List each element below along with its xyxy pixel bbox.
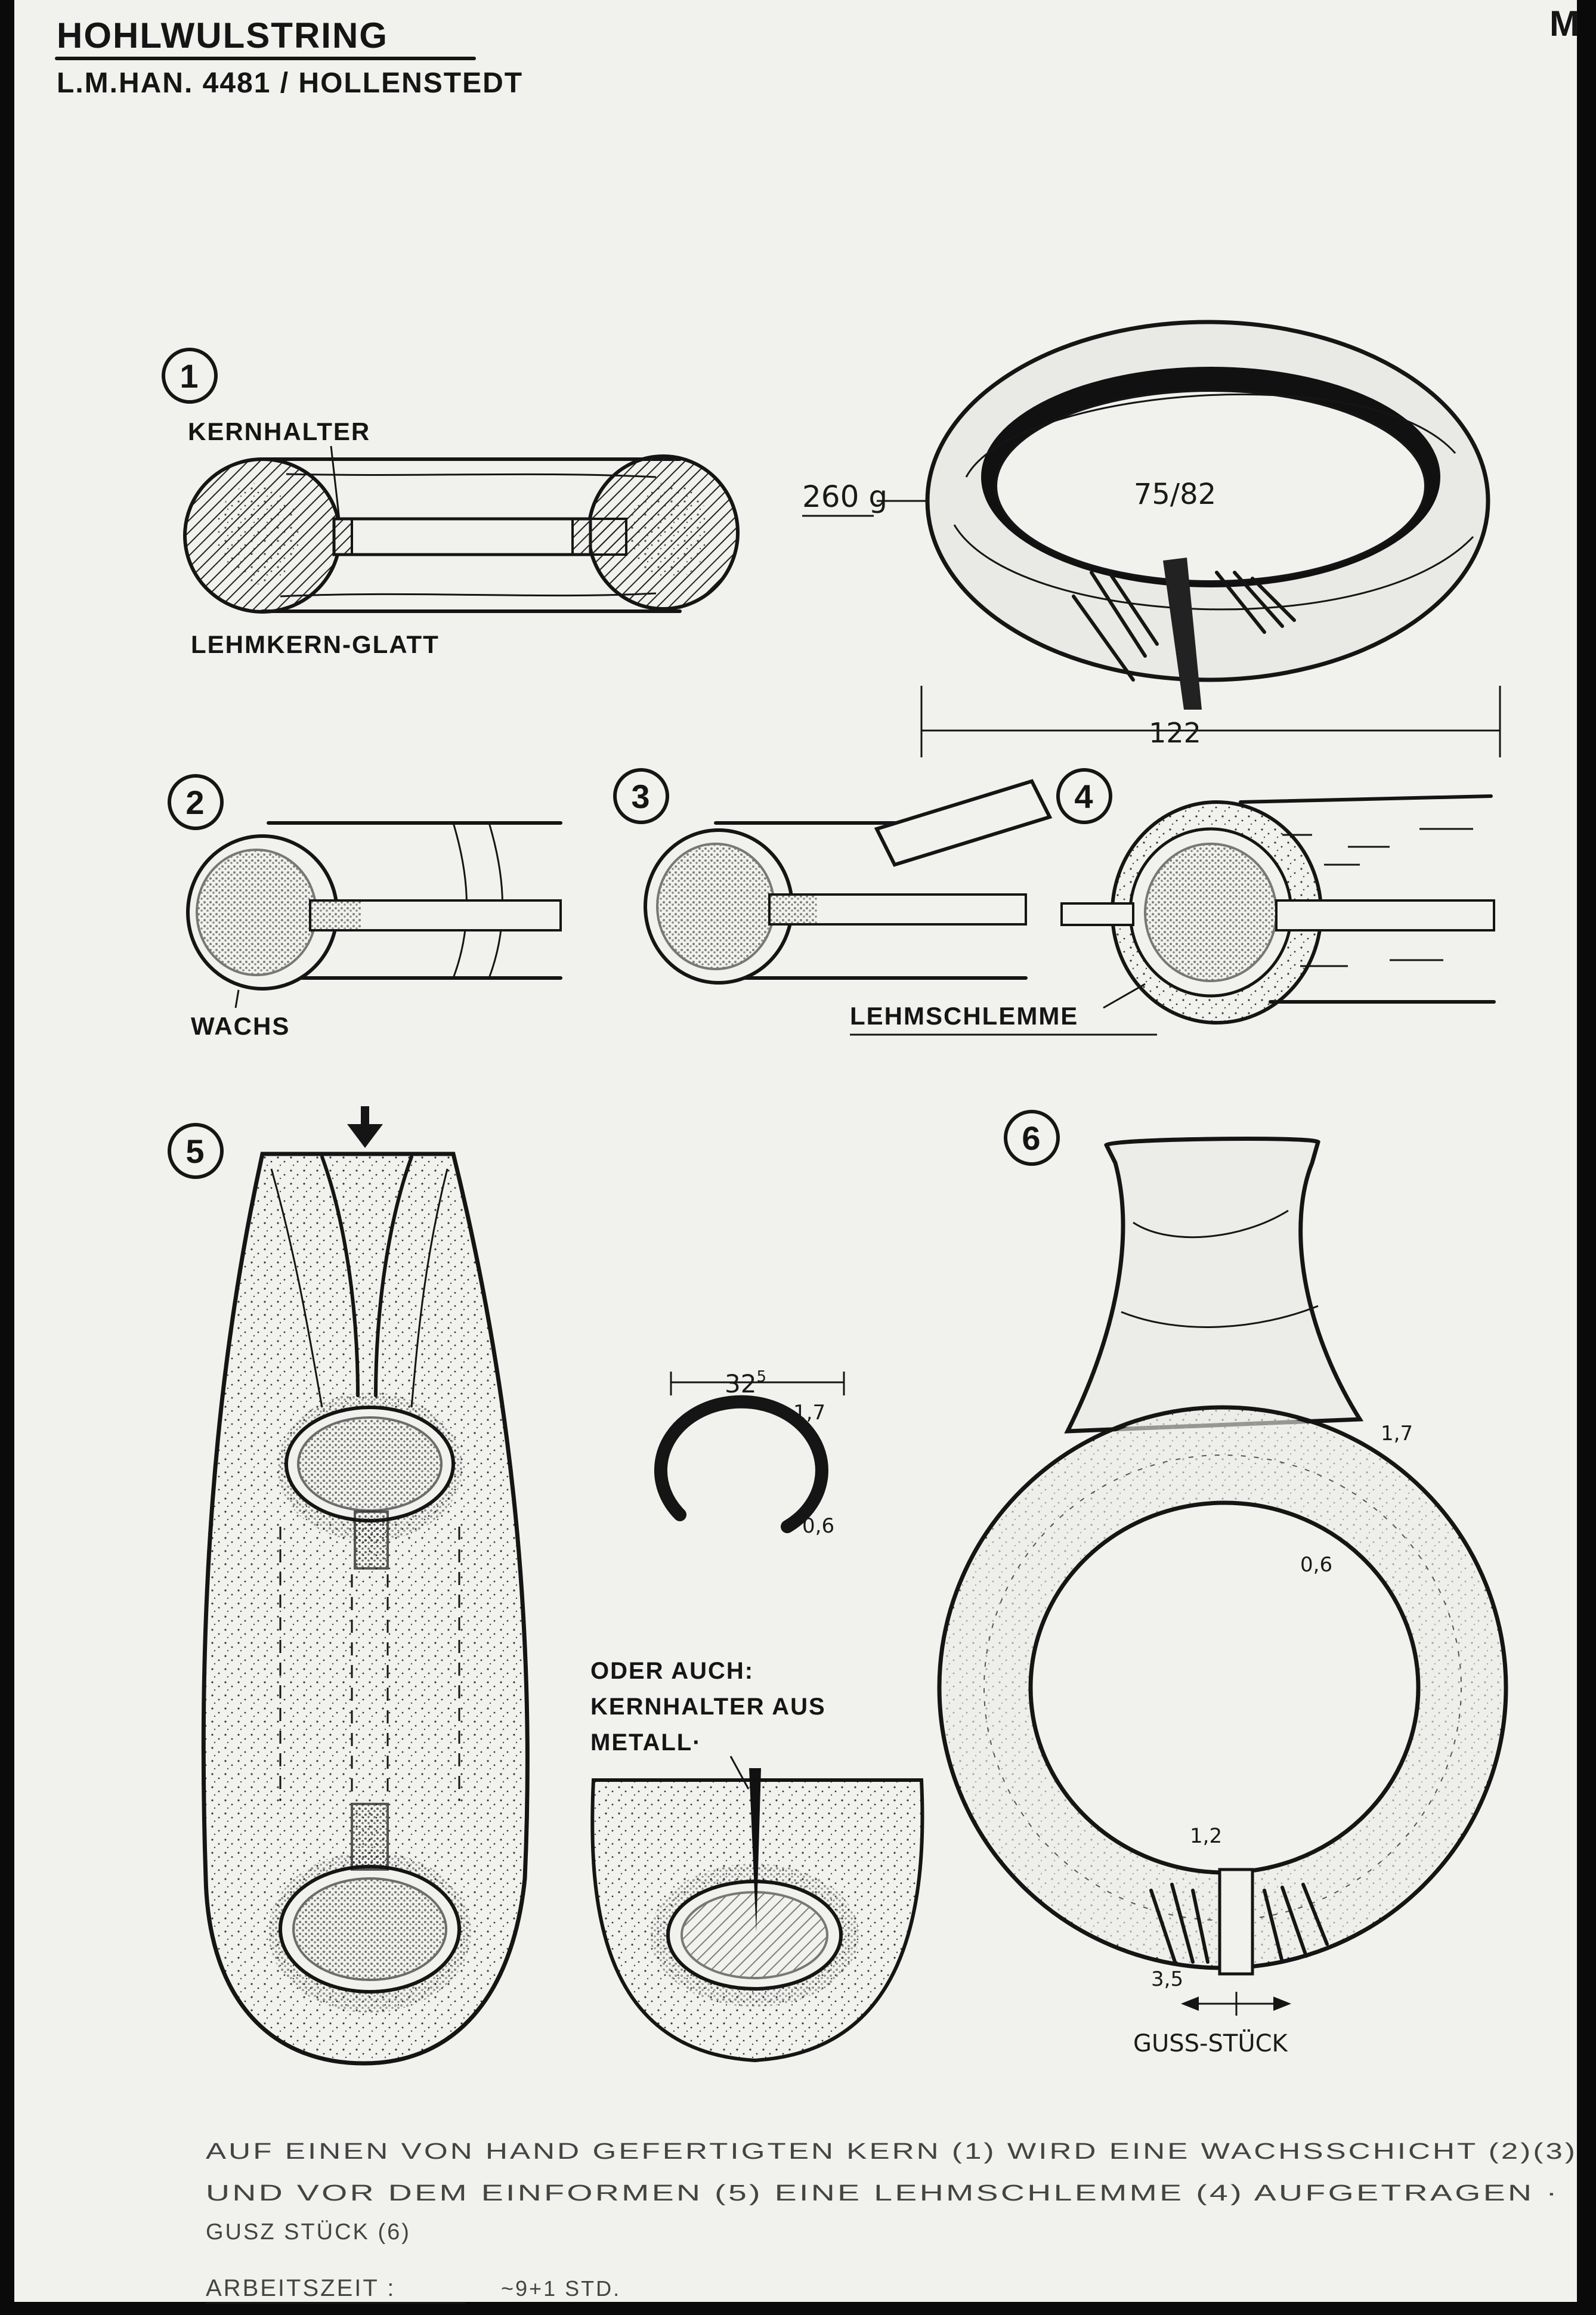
- caption-line-1: AUF EINEN VON HAND GEFERTIGTEN KERN (1) …: [206, 2139, 1578, 2164]
- label-kernhalter: KERNHALTER: [188, 417, 370, 445]
- step-2-number: 2: [185, 784, 205, 821]
- step-1-core: 1 KERNHALTER LEHMKERN-GLATT: [162, 348, 740, 658]
- finished-ring-view: 75/82 260 g 122: [802, 320, 1501, 757]
- caption-line-3: GUSZ STÜCK (6): [206, 2220, 411, 2245]
- label-lehmkern: LEHMKERN-GLATT: [191, 630, 440, 658]
- step-5-number: 5: [185, 1132, 205, 1170]
- step-3-number: 3: [631, 778, 651, 815]
- caption-line-2: UND VOR DEM EINFORMEN (5) EINE LEHMSCHLE…: [206, 2181, 1560, 2206]
- step-6-casting: 6 1,7 0,6 1,2 3,5 GUSS-STÜCK: [937, 1110, 1508, 2057]
- ring-diameter: 75/82: [1134, 478, 1216, 511]
- step-4-loam-slip: 4 LEHMSCHLEMME: [850, 768, 1496, 1036]
- cast-thickness-12: 1,2: [1190, 1824, 1222, 1848]
- worktime-value: ~9+1 STD.: [501, 2276, 621, 2301]
- cast-thickness-06: 0,6: [1300, 1553, 1332, 1577]
- step-2-wax: 2 WACHS: [168, 774, 562, 1040]
- drawing-title: HOHLWULSTRING: [57, 16, 388, 55]
- ring-width: 122: [1149, 717, 1201, 749]
- cast-thickness-17: 1,7: [1381, 1422, 1413, 1446]
- ring-weight: 260 g: [802, 479, 887, 514]
- step-4-number: 4: [1074, 778, 1094, 815]
- step-5-mould: 5: [168, 1106, 530, 2066]
- label-guss-stueck: GUSS-STÜCK: [1133, 2029, 1289, 2057]
- caption-block: AUF EINEN VON HAND GEFERTIGTEN KERN (1) …: [206, 2139, 1578, 2304]
- section-thickness-tip: 0,6: [802, 1514, 834, 1538]
- metal-core-holder-variant: ODER AUCH: KERNHALTER AUS METALL·: [590, 1658, 924, 2063]
- drawing-subtitle: L.M.HAN. 4481 / HOLLENSTEDT: [57, 67, 523, 99]
- cast-thickness-35: 3,5: [1151, 1967, 1183, 1991]
- label-lehmschlemme: LEHMSCHLEMME: [850, 1002, 1078, 1030]
- step-6-number: 6: [1022, 1119, 1041, 1157]
- oder-auch-line2: KERNHALTER AUS: [590, 1694, 826, 1720]
- label-wachs: WACHS: [191, 1012, 290, 1040]
- oder-auch-line1: ODER AUCH:: [590, 1658, 754, 1684]
- step-1-number: 1: [180, 357, 199, 395]
- section-width: 325: [725, 1368, 766, 1398]
- oder-auch-line3: METALL·: [590, 1729, 702, 1756]
- step-3-wax-strip: 3: [613, 768, 1053, 985]
- worktime-label: ARBEITSZEIT :: [206, 2275, 395, 2301]
- cross-section: 325 1,7 0,6: [654, 1368, 845, 1538]
- corner-mark: M: [1549, 4, 1580, 44]
